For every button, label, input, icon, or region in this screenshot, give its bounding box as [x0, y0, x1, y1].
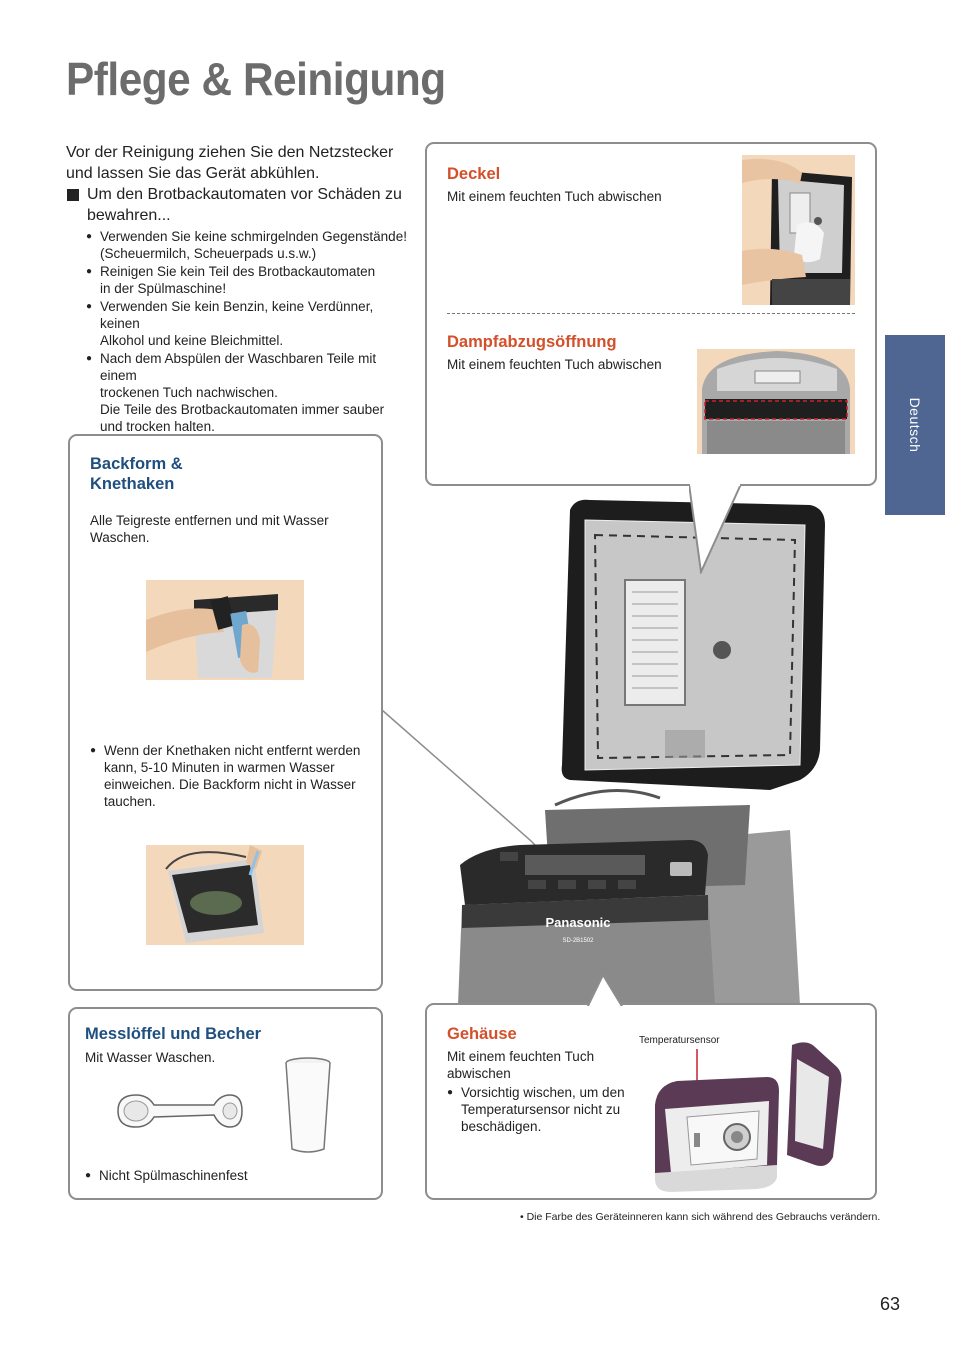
brand-logo: Panasonic	[545, 915, 610, 930]
messloeffel-text: Mit Wasser Waschen.	[85, 1050, 216, 1065]
bullet-line: Verwenden Sie kein Benzin, keine Verdünn…	[100, 299, 374, 331]
bullet-line: Vorsichtig wischen, um den	[461, 1085, 625, 1100]
text-line: Mit einem feuchten Tuch	[447, 1049, 595, 1064]
housing-base	[655, 1165, 777, 1192]
text-line: Waschen.	[90, 530, 150, 545]
bullet-line: Wenn der Knethaken nicht entfernt werden	[104, 743, 361, 758]
housing-lid-inner	[795, 1059, 829, 1149]
bullet-line: Alkohol und keine Bleichmittel.	[100, 333, 284, 348]
bullet-line: in der Spülmaschine!	[100, 281, 227, 296]
heading-line: Backform &	[90, 455, 183, 473]
bullet-line: tauchen.	[104, 794, 156, 809]
bread-maker-illustration: Panasonic SD-2B1502	[381, 499, 825, 1005]
bullet-line: und trocken halten.	[100, 419, 215, 434]
bullet-line: Temperatursensor nicht zu	[461, 1102, 621, 1117]
intro-bullet: Verwenden Sie kein Benzin, keine Verdünn…	[86, 298, 416, 349]
gehaeuse-heading: Gehäuse	[447, 1025, 517, 1043]
start-button-illustration	[670, 862, 692, 876]
bullet-line: Reinigen Sie kein Teil des Brotbackautom…	[100, 264, 376, 279]
gehaeuse-box: Gehäuse Mit einem feuchten Tuch abwische…	[425, 973, 877, 1200]
bullet-line: kann, 5-10 Minuten in warmen Wasser	[104, 760, 335, 775]
dampf-photo	[697, 349, 855, 454]
bullet-line: beschädigen.	[461, 1119, 542, 1134]
gehaeuse-text: Mit einem feuchten Tuch abwischen	[447, 1048, 594, 1082]
intro-bullet: Reinigen Sie kein Teil des Brotbackautom…	[86, 263, 416, 297]
measuring-spoon-icon	[117, 1094, 243, 1128]
bullet-line: trockenen Tuch nachwischen.	[100, 385, 278, 400]
backform-box: Backform & Knethaken Alle Teigreste entf…	[68, 434, 383, 991]
gehaeuse-bullet: Vorsichtig wischen, um den Temperatursen…	[447, 1084, 895, 1135]
intro-square-text: Um den Brotbackautomaten vor Schäden zu …	[87, 186, 402, 224]
intro-bullet: Verwenden Sie keine schmirgelnden Gegens…	[86, 228, 416, 262]
intro-lead: Vor der Reinigung ziehen Sie den Netzste…	[66, 144, 394, 182]
bullet-line: Nach dem Abspülen der Waschbaren Teile m…	[100, 351, 377, 383]
deckel-text: Mit einem feuchten Tuch abwischen	[447, 189, 662, 204]
callout-line-backform	[381, 709, 543, 853]
pan-soaking-image	[146, 845, 304, 945]
steam-vent-image	[697, 349, 855, 454]
language-tab-label: Deutsch	[907, 397, 923, 453]
machine-front-band	[462, 895, 708, 928]
text-line: Alle Teigreste entfernen und mit Wasser	[90, 513, 329, 528]
sensor-label: Temperatursensor	[639, 1035, 720, 1046]
messloeffel-heading: Messlöffel und Becher	[85, 1025, 262, 1043]
backform-photo-2	[146, 845, 304, 945]
dampf-heading: Dampfabzugsöffnung	[447, 333, 617, 351]
temperature-sensor	[694, 1133, 700, 1147]
deckel-photo	[742, 155, 855, 305]
page-title: Pflege & Reinigung	[66, 53, 446, 105]
backform-heading: Backform & Knethaken	[90, 454, 183, 494]
dampf-text: Mit einem feuchten Tuch abwischen	[447, 357, 662, 372]
backform-text: Alle Teigreste entfernen und mit Wasser …	[90, 512, 329, 546]
model-label: SD-2B1502	[562, 938, 594, 944]
backform-photo-1	[146, 580, 304, 680]
bullet-line: (Scheuermilch, Scheuerpads u.s.w.)	[100, 246, 317, 261]
lid-filter	[624, 579, 686, 706]
messloeffel-bullet: Nicht Spülmaschinenfest	[85, 1167, 396, 1184]
deckel-callout-tail	[689, 484, 742, 574]
bullet-line: Verwenden Sie keine schmirgelnden Gegens…	[100, 229, 407, 244]
divider-dashed	[447, 313, 855, 314]
intro-bullet: Nach dem Abspülen der Waschbaren Teile m…	[86, 350, 416, 435]
gehaeuse-callout-tail	[586, 973, 624, 1009]
deckel-box: Deckel Mit einem feuchten Tuch abwischen…	[425, 142, 877, 574]
housing-illustration	[655, 1042, 842, 1192]
page-number: 63	[880, 1294, 901, 1314]
square-bullet-icon	[67, 189, 79, 201]
lid-cleaning-image	[742, 155, 855, 305]
intro-section: Vor der Reinigung ziehen Sie den Netzste…	[66, 142, 416, 436]
measuring-cup-icon	[285, 1057, 331, 1153]
deckel-heading: Deckel	[447, 165, 501, 183]
display-window	[525, 855, 645, 875]
bullet-line: einweichen. Die Backform nicht in Wasser	[104, 777, 356, 792]
lid-gasket	[593, 533, 797, 760]
bullet-line: Die Teile des Brotbackautomaten immer sa…	[100, 402, 385, 417]
lid-vent	[665, 730, 705, 758]
intro-square-item: Um den Brotbackautomaten vor Schäden zu …	[66, 184, 416, 226]
intro-bullet-list: Verwenden Sie keine schmirgelnden Gegens…	[86, 228, 416, 435]
pan-handle	[554, 789, 661, 807]
backform-bullet: Wenn der Knethaken nicht entfernt werden…	[90, 742, 374, 810]
messloeffel-box: Messlöffel und Becher Mit Wasser Waschen…	[68, 1007, 383, 1200]
housing-drive-center	[731, 1131, 743, 1143]
pan-cleaning-image	[146, 580, 304, 680]
text-line: abwischen	[447, 1066, 511, 1081]
heading-line: Knethaken	[90, 475, 175, 493]
language-tab: Deutsch	[885, 335, 945, 515]
footnote: • Die Farbe des Geräteinneren kann sich …	[520, 1211, 881, 1223]
lid-sensor	[713, 641, 731, 659]
